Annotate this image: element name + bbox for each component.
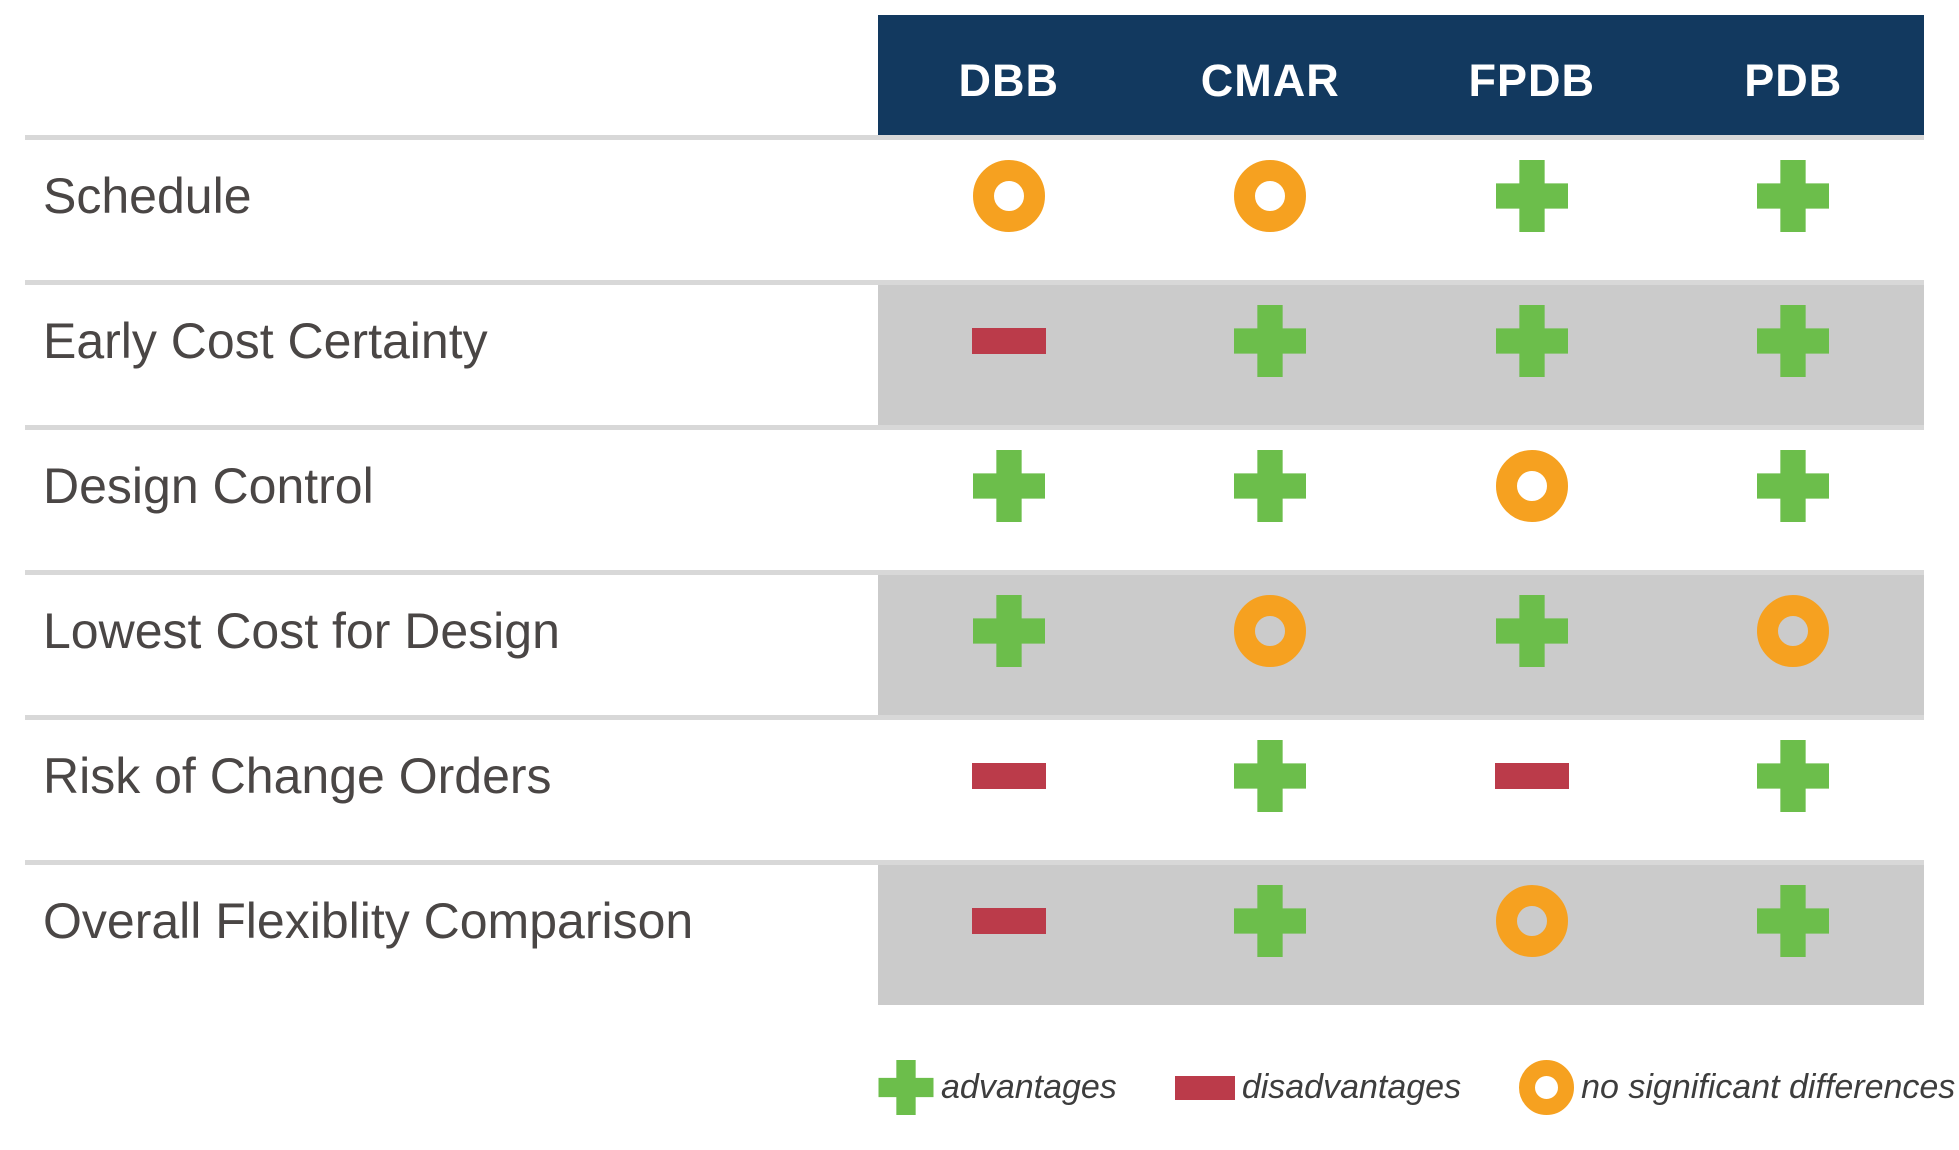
column-header-dbb: DBB <box>958 55 1059 106</box>
legend-item-neutral: no significant differences <box>1519 1060 1955 1115</box>
cell-fpdb <box>1401 575 1663 715</box>
cell-pdb <box>1663 285 1925 425</box>
cell-cmar <box>1140 575 1402 715</box>
cell-fpdb <box>1401 140 1663 280</box>
row-cells <box>878 285 1924 425</box>
row-cells <box>878 575 1924 715</box>
disadvantage-minus-icon <box>1494 763 1569 789</box>
column-header-cmar: CMAR <box>1200 55 1340 106</box>
advantage-plus-icon <box>972 595 1045 667</box>
cell-pdb <box>1663 865 1925 1005</box>
cell-fpdb <box>1401 285 1663 425</box>
advantage-plus-icon <box>1757 305 1830 377</box>
row-cells <box>878 720 1924 860</box>
table-row: Risk of Change Orders <box>25 715 1924 860</box>
cell-dbb <box>878 430 1140 570</box>
row-cells <box>878 430 1924 570</box>
legend: advantages disadvantages no significant di… <box>878 1060 1955 1115</box>
row-label: Design Control <box>43 458 374 514</box>
advantage-plus-icon <box>1234 305 1307 377</box>
neutral-donut-icon <box>1519 1060 1575 1115</box>
header-spacer <box>25 15 878 135</box>
cell-dbb <box>878 575 1140 715</box>
cell-pdb <box>1663 575 1925 715</box>
cell-pdb <box>1663 430 1925 570</box>
header-bar: DBB CMAR FPDB PDB <box>878 15 1924 135</box>
cell-dbb <box>878 140 1140 280</box>
neutral-donut-icon <box>1234 160 1307 232</box>
neutral-donut-icon <box>1234 595 1307 667</box>
advantage-plus-icon <box>1495 595 1568 667</box>
advantage-plus-icon <box>1495 160 1568 232</box>
cell-dbb <box>878 720 1140 860</box>
table-row: Early Cost Certainty <box>25 280 1924 425</box>
row-cells <box>878 140 1924 280</box>
table-row: Lowest Cost for Design <box>25 570 1924 715</box>
cell-pdb <box>1663 140 1925 280</box>
column-header-fpdb: FPDB <box>1468 55 1595 106</box>
row-cells <box>878 865 1924 1005</box>
neutral-donut-icon <box>1495 885 1568 957</box>
table-row: Schedule <box>25 135 1924 280</box>
cell-cmar <box>1140 430 1402 570</box>
legend-label: advantages <box>941 1068 1117 1106</box>
cell-cmar <box>1140 285 1402 425</box>
row-label: Early Cost Certainty <box>43 313 488 369</box>
cell-fpdb <box>1401 430 1663 570</box>
column-header-pdb: PDB <box>1744 55 1843 106</box>
advantage-plus-icon <box>1757 885 1830 957</box>
row-label: Lowest Cost for Design <box>43 603 560 659</box>
advantage-plus-icon <box>1757 450 1830 522</box>
disadvantage-minus-icon <box>971 328 1046 354</box>
cell-fpdb <box>1401 865 1663 1005</box>
table-row: Design Control <box>25 425 1924 570</box>
advantage-plus-icon <box>972 450 1045 522</box>
legend-label: disadvantages <box>1241 1068 1462 1106</box>
disadvantage-minus-icon <box>1174 1075 1235 1100</box>
row-label: Schedule <box>43 168 252 224</box>
disadvantage-minus-icon <box>971 763 1046 789</box>
cell-pdb <box>1663 720 1925 860</box>
cell-cmar <box>1140 720 1402 860</box>
advantage-plus-icon <box>1757 740 1830 812</box>
cell-dbb <box>878 285 1140 425</box>
advantage-plus-icon <box>1234 885 1307 957</box>
row-label: Risk of Change Orders <box>43 748 552 804</box>
table-header-row: DBB CMAR FPDB PDB <box>25 15 1924 135</box>
cell-cmar <box>1140 865 1402 1005</box>
cell-cmar <box>1140 140 1402 280</box>
table-row: Overall Flexiblity Comparison <box>25 860 1924 1005</box>
legend-item-advantage: advantages <box>878 1060 1117 1115</box>
neutral-donut-icon <box>1495 450 1568 522</box>
legend-label: no significant differences <box>1581 1068 1956 1106</box>
disadvantage-minus-icon <box>971 908 1046 934</box>
advantage-plus-icon <box>1757 160 1830 232</box>
advantage-plus-icon <box>878 1060 934 1115</box>
cell-dbb <box>878 865 1140 1005</box>
cell-fpdb <box>1401 720 1663 860</box>
advantage-plus-icon <box>1234 740 1307 812</box>
neutral-donut-icon <box>1757 595 1830 667</box>
neutral-donut-icon <box>972 160 1045 232</box>
legend-item-disadvantage: disadvantages <box>1174 1068 1462 1107</box>
row-label: Overall Flexiblity Comparison <box>43 893 694 949</box>
advantage-plus-icon <box>1234 450 1307 522</box>
advantage-plus-icon <box>1495 305 1568 377</box>
